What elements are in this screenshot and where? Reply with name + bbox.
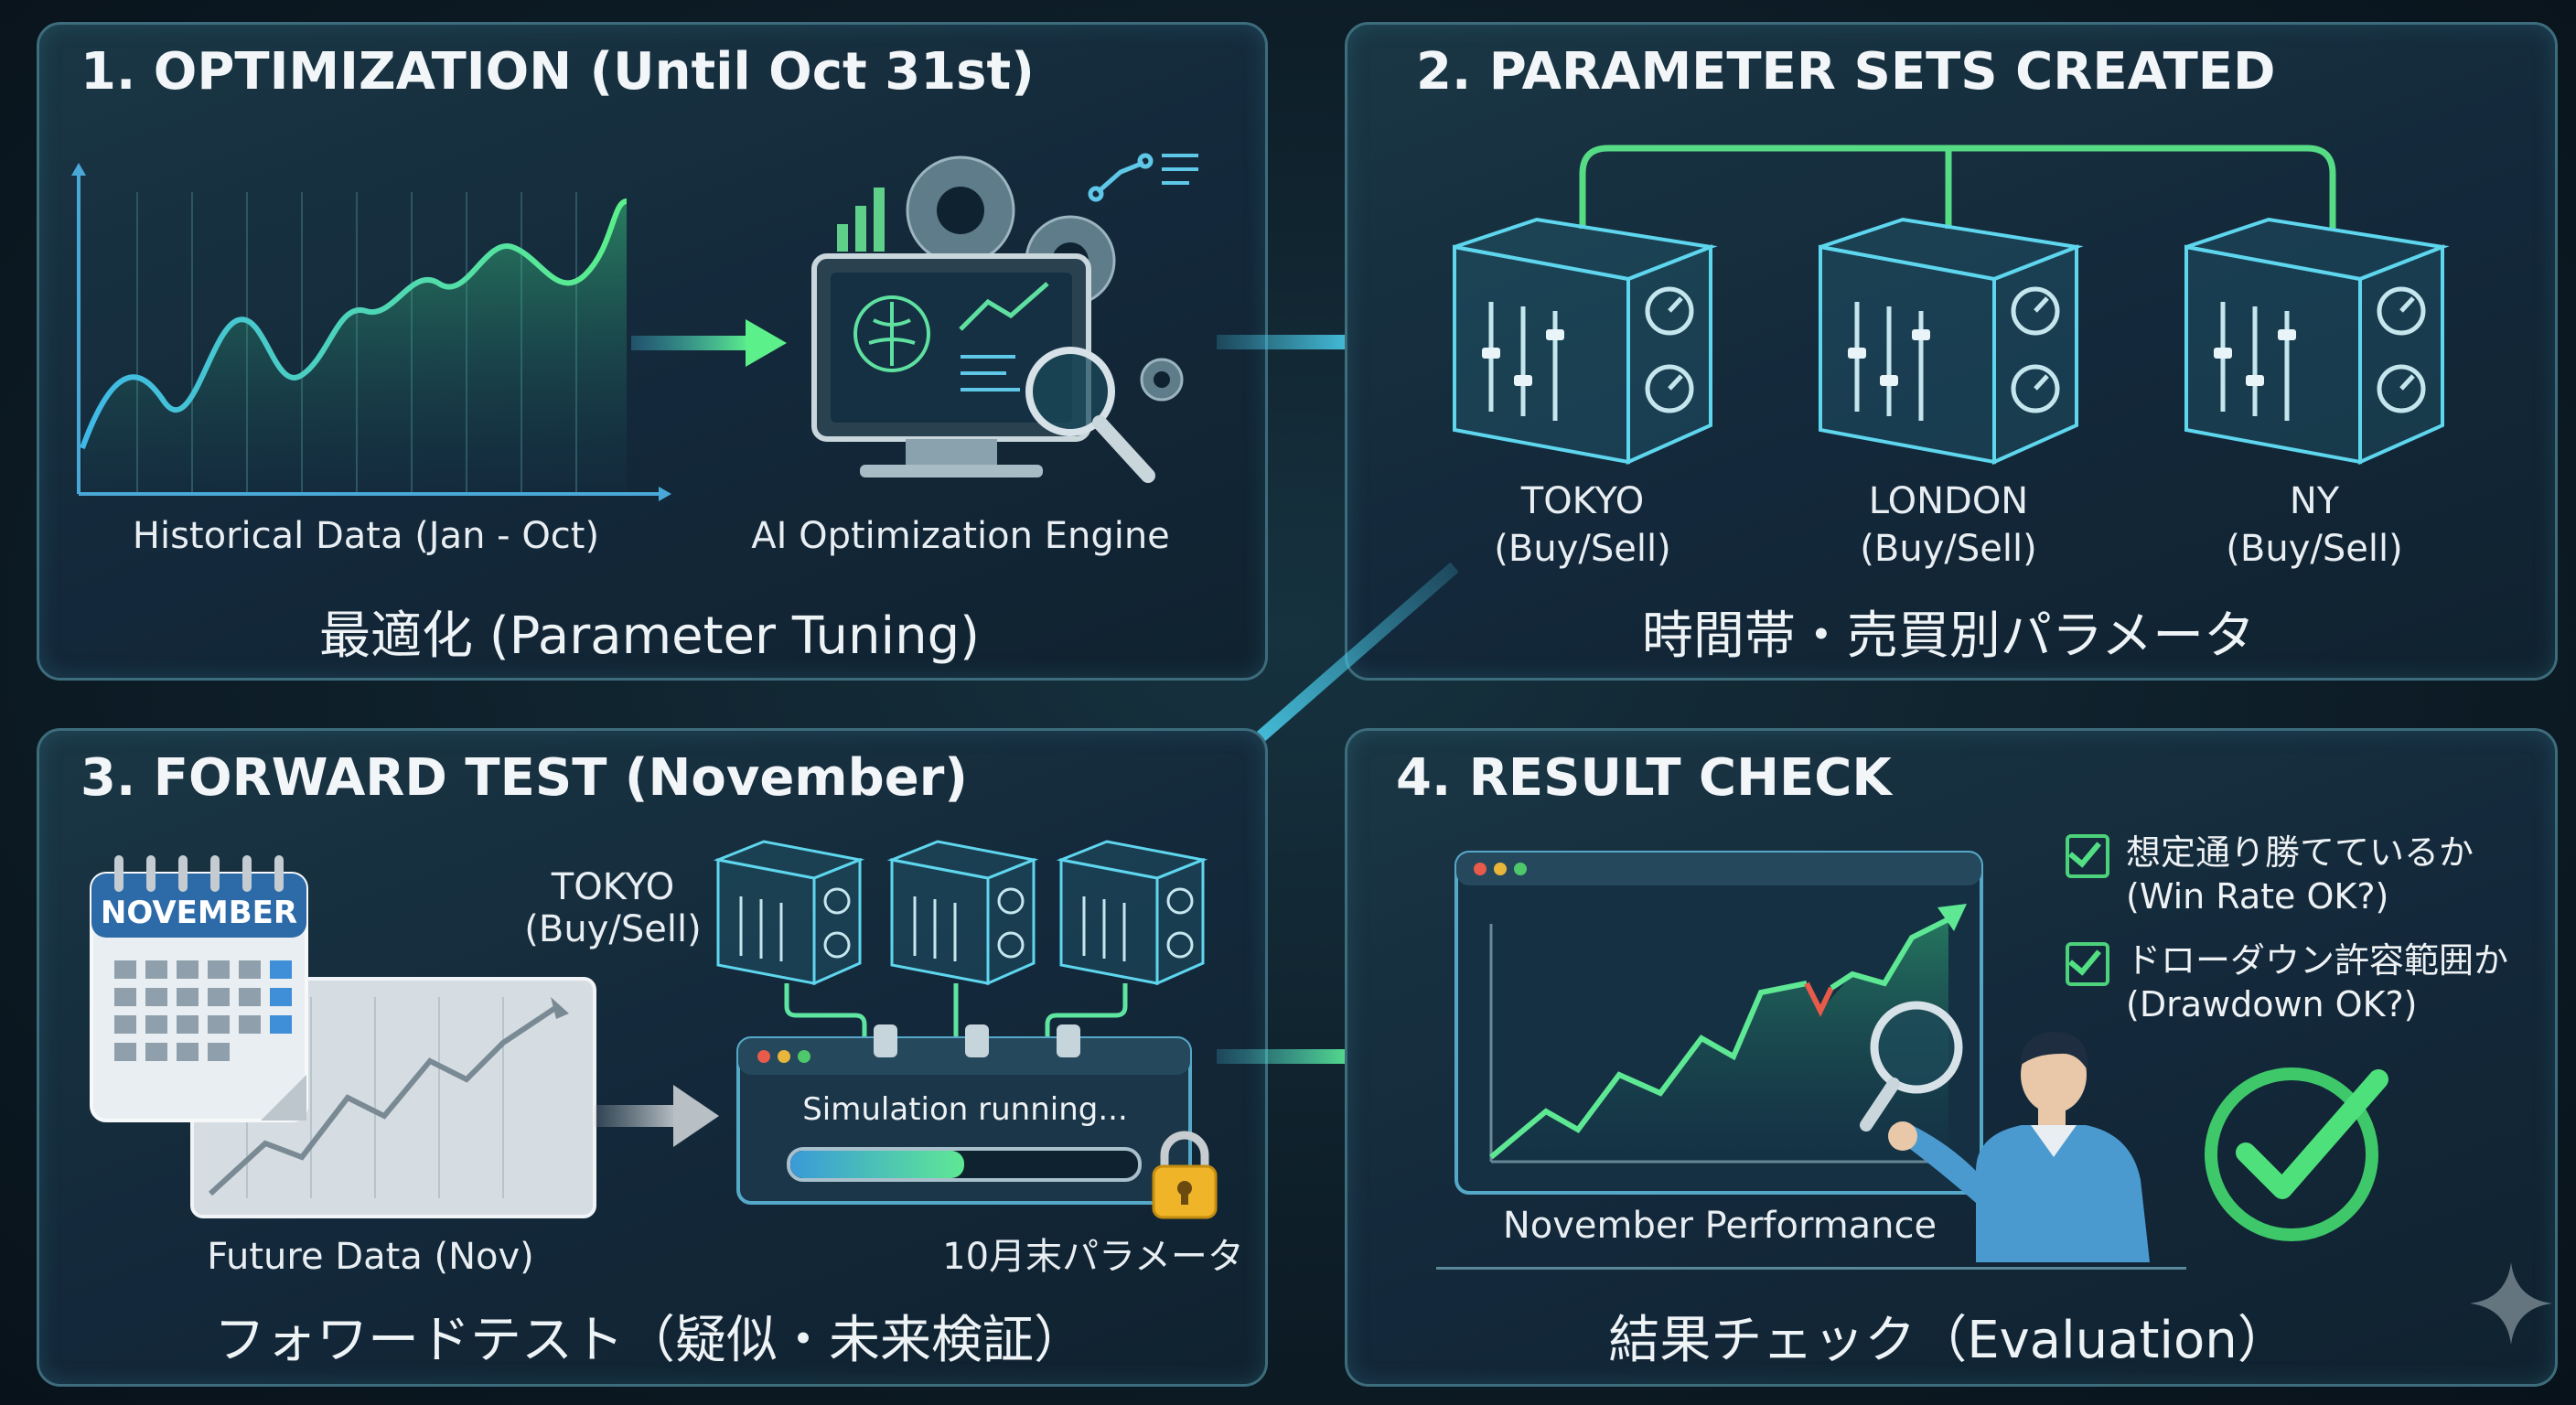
tokyo-parameter-cube-icon (1453, 217, 1718, 466)
check-item-win-rate: 想定通り勝てているか (Win Rate OK?) (2066, 831, 2474, 918)
forward-set-name: TOKYO (551, 866, 675, 908)
panel-parameter-sets-title: 2. PARAMETER SETS CREATED (1416, 42, 2276, 102)
lock-icon (1152, 1131, 1218, 1219)
success-check-circle-icon (2205, 1067, 2388, 1241)
panel-optimization-title: 1. OPTIMIZATION (Until Oct 31st) (80, 42, 1035, 102)
calendar-month-label: NOVEMBER (100, 895, 298, 931)
historical-data-chart-icon (71, 163, 671, 501)
simulation-progress-bar (787, 1147, 1142, 1182)
ny-set-name: NY (2289, 480, 2340, 522)
panel-forward-test-title: 3. FORWARD TEST (November) (80, 748, 968, 808)
panel-parameter-sets-subtitle: 時間帯・売買別パラメータ (1641, 606, 2256, 666)
lock-label: 10月末パラメータ (942, 1236, 1244, 1278)
arrow-right-icon (631, 319, 787, 367)
tokyo-set-mode: (Buy/Sell) (1494, 528, 1671, 570)
check-item-drawdown: ドローダウン許容範囲か (Drawdown OK?) (2066, 938, 2508, 1026)
sparkle-icon (2470, 1262, 2552, 1345)
analyst-with-magnifier-icon (1860, 1001, 2150, 1262)
panel-result-check-title: 4. RESULT CHECK (1396, 748, 1892, 808)
london-set-name: LONDON (1868, 480, 2029, 522)
checkbox-checked-icon (2066, 834, 2109, 878)
check-drawdown-en: (Drawdown OK?) (2126, 984, 2418, 1024)
checkbox-checked-icon (2066, 942, 2109, 986)
ai-engine-icon (811, 153, 1198, 483)
simulation-status-text: Simulation running... (802, 1091, 1128, 1128)
london-parameter-cube-icon (1819, 217, 2084, 466)
future-data-label: Future Data (Nov) (207, 1236, 534, 1278)
ny-parameter-cube-icon (2184, 217, 2450, 466)
tokyo-set-name: TOKYO (1520, 480, 1645, 522)
panel-result-check-subtitle: 結果チェック（Evaluation） (1608, 1311, 2289, 1370)
historical-data-label: Historical Data (Jan - Oct) (132, 515, 600, 557)
panel-forward-test-subtitle: フォワードテスト（疑似・未来検証） (214, 1311, 1085, 1370)
check-drawdown-jp: ドローダウン許容範囲か (2126, 940, 2509, 981)
panel-optimization-subtitle: 最適化 (Parameter Tuning) (319, 606, 980, 666)
ny-set-mode: (Buy/Sell) (2226, 528, 2403, 570)
check-win-rate-en: (Win Rate OK?) (2126, 876, 2389, 917)
mini-cubes-icon (713, 840, 1208, 1038)
arrow-right-gray-icon (595, 1085, 719, 1147)
simulation-progress-fill (790, 1151, 964, 1178)
ai-engine-label: AI Optimization Engine (751, 515, 1170, 557)
baseline-divider (1436, 1267, 2186, 1270)
check-win-rate-jp: 想定通り勝てているか (2126, 832, 2474, 873)
connector-lines (1579, 145, 2336, 229)
london-set-mode: (Buy/Sell) (1860, 528, 2037, 570)
panel-parameter-sets (1345, 22, 2558, 681)
performance-chart-label: November Performance (1502, 1205, 1937, 1247)
performance-window (1454, 851, 1983, 1195)
forward-set-mode: (Buy/Sell) (524, 908, 702, 950)
calendar-icon (90, 855, 308, 1122)
